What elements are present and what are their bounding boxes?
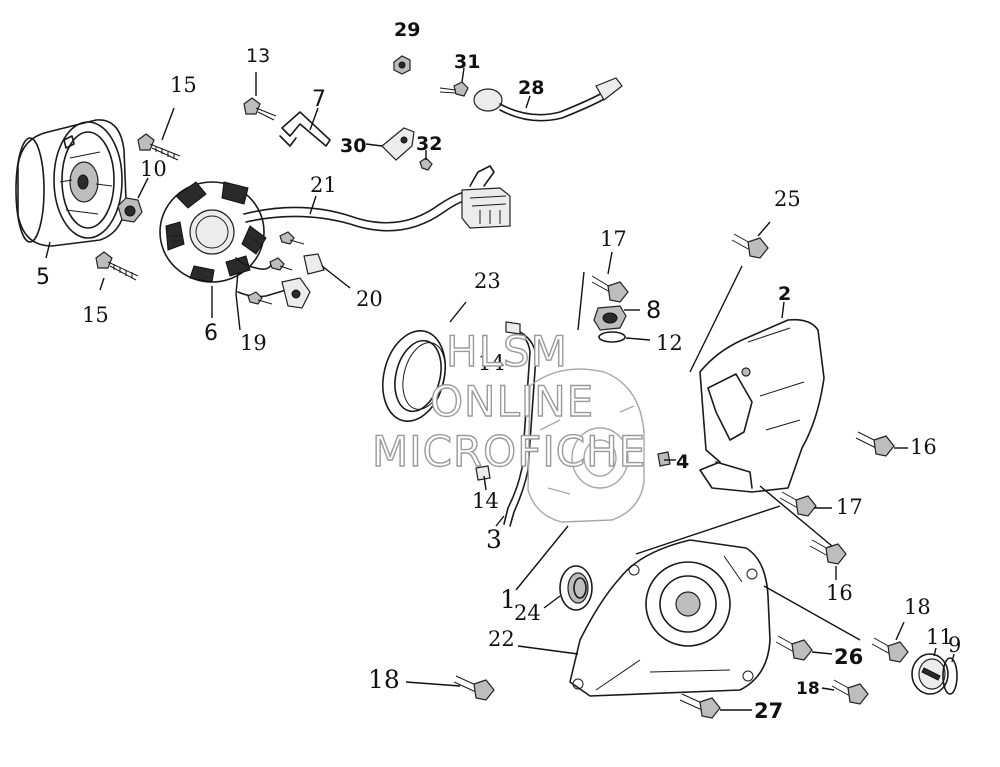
callout-7: 7 xyxy=(312,87,326,112)
callout-14-lower: 14 xyxy=(472,489,499,513)
callout-24: 24 xyxy=(514,601,541,625)
callout-27: 27 xyxy=(754,699,783,723)
callout-16-lower: 16 xyxy=(826,581,853,605)
side-cover-22[interactable] xyxy=(569,539,771,697)
stator-assembly[interactable] xyxy=(159,181,267,283)
callout-26: 26 xyxy=(834,645,863,669)
callout-18-right-lower: 18 xyxy=(796,679,820,699)
callout-25: 25 xyxy=(774,187,801,211)
watermark-line-1: HLSM xyxy=(446,327,568,376)
callout-22: 22 xyxy=(488,627,515,651)
bolt-16-upper[interactable] xyxy=(855,431,895,457)
callout-9: 9 xyxy=(948,633,961,657)
callout-8: 8 xyxy=(646,296,661,324)
callout-11: 11 xyxy=(926,625,953,649)
clamp-20[interactable] xyxy=(303,253,325,275)
bolt-17-lower[interactable] xyxy=(779,491,817,517)
gasket-23[interactable] xyxy=(374,324,454,428)
leader-lines xyxy=(45,67,955,711)
bolt-18-left[interactable] xyxy=(453,675,495,701)
bolt-27[interactable] xyxy=(679,693,721,719)
inspection-cap-11[interactable] xyxy=(911,653,949,695)
callout-32: 32 xyxy=(416,133,442,155)
flywheel-rotor[interactable] xyxy=(15,119,127,247)
bolt-18-right-upper[interactable] xyxy=(871,637,909,663)
bolt-15-lower[interactable] xyxy=(95,251,139,281)
flywheel-nut[interactable] xyxy=(117,197,143,223)
callout-19: 19 xyxy=(240,331,267,355)
bolt-13[interactable] xyxy=(243,97,277,121)
callout-30: 30 xyxy=(340,135,366,157)
callout-2: 2 xyxy=(778,283,791,305)
callout-18-right-upper: 18 xyxy=(904,595,931,619)
callout-15-upper: 15 xyxy=(170,73,197,97)
pulse-generator[interactable] xyxy=(235,257,311,309)
callout-15-lower: 15 xyxy=(82,303,109,327)
callout-14-upper: 14 xyxy=(478,351,505,375)
watermark: HLSM ONLINE MICROFICHE xyxy=(371,326,646,476)
bolt-17-upper[interactable] xyxy=(591,275,629,303)
callout-29: 29 xyxy=(394,19,420,41)
bolt-16-lower[interactable] xyxy=(809,539,847,565)
callout-6: 6 xyxy=(204,321,218,346)
screw-31[interactable] xyxy=(439,81,469,97)
watermark-line-3: MICROFICHE xyxy=(372,427,646,476)
callout-17-upper: 17 xyxy=(600,227,627,251)
screw-19[interactable] xyxy=(247,291,273,305)
callout-18-left: 18 xyxy=(368,665,400,694)
plug-8[interactable] xyxy=(593,305,627,331)
crankcase-cover-1[interactable] xyxy=(527,368,645,523)
callout-5: 5 xyxy=(36,265,50,290)
shroud-cover-2[interactable] xyxy=(699,318,825,493)
callout-1: 1 xyxy=(500,585,516,614)
o-ring-9[interactable] xyxy=(942,657,958,695)
oil-seal-24[interactable] xyxy=(559,565,593,611)
screw-stator[interactable] xyxy=(269,231,305,271)
bolt-18-right-lower[interactable] xyxy=(831,679,869,705)
bracket-7[interactable] xyxy=(279,111,331,147)
callout-labels: 5 10 15 15 6 13 7 30 32 29 31 28 21 20 1… xyxy=(36,19,961,723)
callout-12: 12 xyxy=(656,331,683,355)
callout-10: 10 xyxy=(140,157,167,181)
watermark-line-2: ONLINE xyxy=(430,377,594,426)
washer-4[interactable] xyxy=(657,451,671,467)
callout-13: 13 xyxy=(246,45,270,67)
callout-28: 28 xyxy=(518,77,544,99)
sensor-cable-28[interactable] xyxy=(473,77,623,122)
o-ring-12[interactable] xyxy=(598,331,626,343)
bolt-25[interactable] xyxy=(731,233,769,259)
callout-20: 20 xyxy=(356,287,383,311)
bolt-15-upper[interactable] xyxy=(137,133,181,161)
stator-wiring-harness[interactable] xyxy=(243,165,511,232)
callout-23: 23 xyxy=(474,269,501,293)
bolt-26[interactable] xyxy=(775,635,813,661)
bracket-30[interactable] xyxy=(381,127,415,161)
callout-17-lower: 17 xyxy=(836,495,863,519)
callout-4: 4 xyxy=(676,451,689,473)
callout-31: 31 xyxy=(454,51,480,73)
screw-32[interactable] xyxy=(419,157,433,171)
callout-3: 3 xyxy=(486,525,502,554)
callout-16-upper: 16 xyxy=(910,435,937,459)
nut-29[interactable] xyxy=(393,55,411,75)
callout-21: 21 xyxy=(310,173,337,197)
